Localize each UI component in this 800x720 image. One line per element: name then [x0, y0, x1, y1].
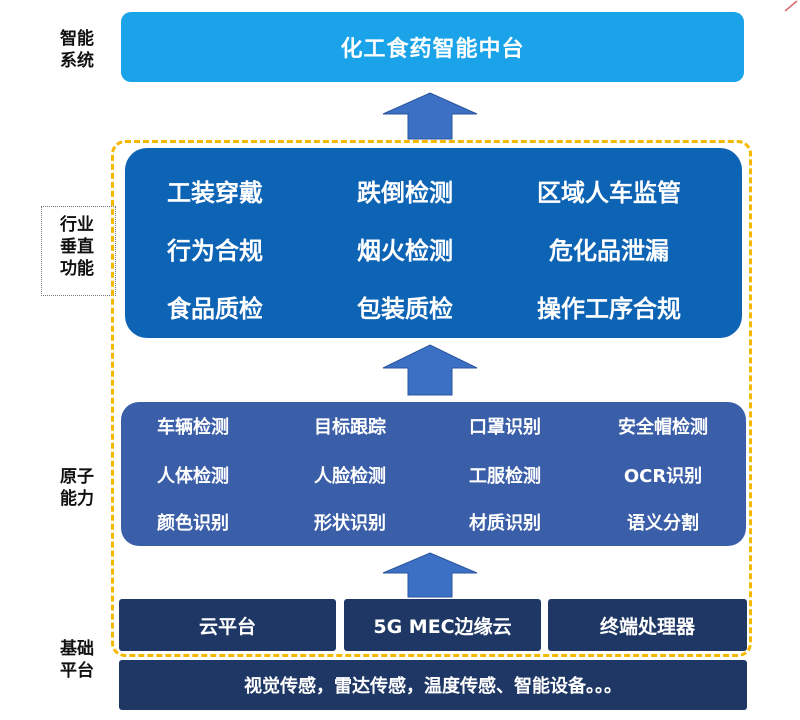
up-arrow-icon: [382, 92, 478, 140]
industry-item: 烟火检测: [357, 237, 453, 265]
industry-item: 包装质检: [357, 295, 453, 323]
atomic-item: 颜色识别: [157, 513, 229, 534]
atomic-item: 人脸检测: [314, 466, 386, 487]
atomic-item: 语义分割: [627, 513, 699, 534]
label-atomic: 原子 能力: [60, 467, 94, 509]
industry-item: 食品质检: [167, 295, 263, 323]
atomic-item: 目标跟踪: [314, 417, 386, 438]
label-industry-frame: [41, 206, 116, 296]
smart-platform-box: 化工食药智能中台: [121, 12, 744, 82]
atomic-item: 形状识别: [314, 513, 386, 534]
up-arrow-icon: [382, 552, 478, 598]
base-terminal-processor-label: 终端处理器: [599, 615, 695, 638]
atomic-item: 工服检测: [469, 466, 541, 487]
atomic-item: 口罩识别: [469, 417, 541, 438]
atomic-item: 车辆检测: [157, 417, 229, 438]
base-mec-edge-label: 5G MEC边缘云: [373, 615, 512, 638]
sensors-label: 视觉传感，雷达传感，温度传感、智能设备。。。: [244, 676, 622, 697]
label-industry: 行业 垂直 功能: [60, 215, 94, 279]
sensors-box: 视觉传感，雷达传感，温度传感、智能设备。。。: [119, 660, 747, 710]
industry-item: 危化品泄漏: [549, 237, 669, 265]
industry-item: 操作工序合规: [537, 295, 681, 323]
industry-item: 工装穿戴: [167, 179, 263, 207]
industry-functions-box: 工装穿戴 跌倒检测 区域人车监管 行为合规 烟火检测 危化品泄漏 食品质检 包装…: [125, 148, 742, 338]
base-mec-edge-box: 5G MEC边缘云: [344, 599, 541, 651]
atomic-item: 材质识别: [469, 513, 541, 534]
core-dashed-frame: [111, 140, 752, 657]
industry-item: 跌倒检测: [357, 179, 453, 207]
atomic-item: 安全帽检测: [618, 417, 708, 438]
base-cloud-platform-box: 云平台: [119, 599, 336, 651]
industry-item: 区域人车监管: [537, 179, 681, 207]
base-cloud-platform-label: 云平台: [198, 615, 256, 638]
base-terminal-processor-box: 终端处理器: [548, 599, 747, 651]
label-base: 基础 平台: [60, 639, 94, 681]
label-smart-system: 智能 系统: [60, 29, 94, 71]
up-arrow-icon: [382, 344, 478, 396]
atomic-item: OCR识别: [623, 466, 703, 487]
industry-item: 行为合规: [167, 237, 263, 265]
atomic-item: 人体检测: [157, 466, 229, 487]
corner-mark-icon: [784, 0, 798, 12]
smart-platform-title: 化工食药智能中台: [340, 37, 525, 62]
atomic-capabilities-box: 车辆检测 目标跟踪 口罩识别 安全帽检测 人体检测 人脸检测 工服检测 OCR识…: [121, 402, 746, 546]
